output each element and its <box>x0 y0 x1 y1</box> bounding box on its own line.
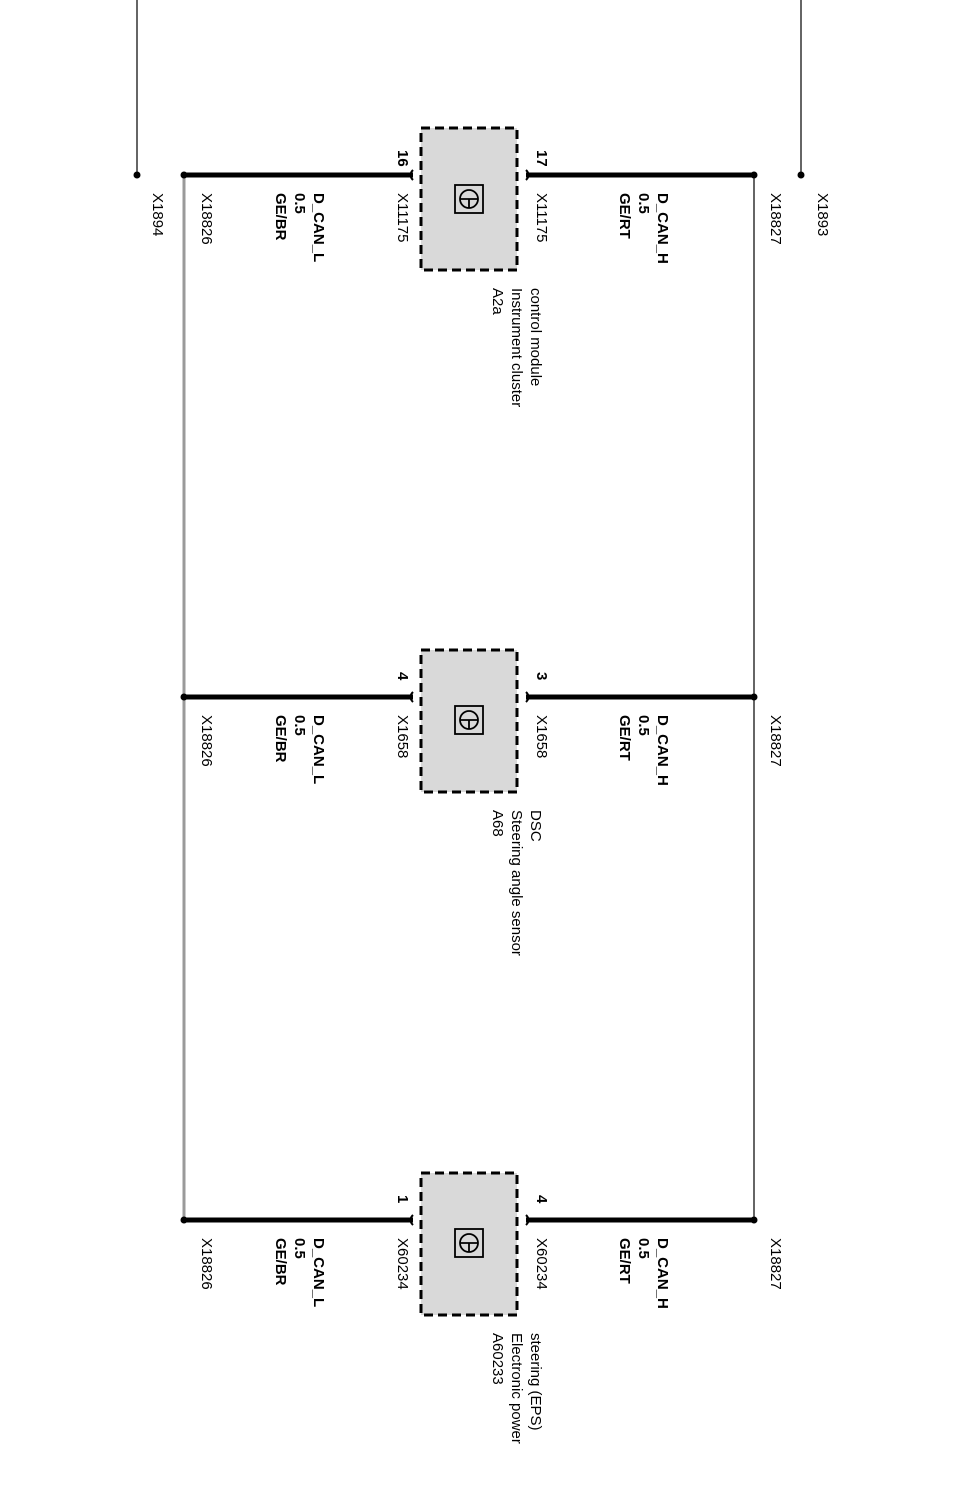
svg-text:control module: control module <box>527 288 544 386</box>
pin-socket-high <box>525 1214 530 1226</box>
svg-text:GE/BR: GE/BR <box>272 193 289 241</box>
pin-number-low: 16 <box>394 150 411 167</box>
svg-text:A68: A68 <box>489 810 506 837</box>
svg-text:GE/RT: GE/RT <box>616 193 633 239</box>
pin-socket-high <box>525 169 530 181</box>
svg-text:16: 16 <box>394 150 411 167</box>
svg-text:X60234: X60234 <box>533 1238 550 1290</box>
splice-label-x1894: X1894 <box>149 193 166 236</box>
pin-number-high: 17 <box>533 150 550 167</box>
junction-dot <box>180 693 188 701</box>
junction-dot <box>180 171 188 179</box>
svg-text:X18827: X18827 <box>767 715 784 767</box>
module-label: A68 Steering angle sensor DSC <box>489 810 544 956</box>
svg-text:1: 1 <box>394 1195 411 1203</box>
svg-text:3: 3 <box>533 672 550 680</box>
svg-text:17: 17 <box>533 150 550 167</box>
svg-text:DSC: DSC <box>527 810 544 842</box>
svg-text:X18826: X18826 <box>198 715 215 767</box>
svg-text:X11175: X11175 <box>533 193 550 243</box>
svg-text:4: 4 <box>533 1195 550 1204</box>
svg-text:Instrument cluster: Instrument cluster <box>508 288 525 407</box>
svg-text:X60234: X60234 <box>394 1238 411 1290</box>
svg-text:GE/BR: GE/BR <box>272 715 289 763</box>
pin-number-high: 3 <box>533 672 550 680</box>
svg-text:0.5: 0.5 <box>291 1238 308 1259</box>
svg-text:D_CAN_L: D_CAN_L <box>310 1238 327 1307</box>
svg-text:Electronic power: Electronic power <box>508 1333 525 1444</box>
svg-text:4: 4 <box>394 672 411 681</box>
module-label: A2a Instrument cluster control module <box>489 288 544 407</box>
pin-socket-low <box>409 1214 414 1226</box>
svg-text:D_CAN_H: D_CAN_H <box>654 715 671 786</box>
module-label: A60233 Electronic power steering (EPS) <box>489 1333 544 1444</box>
splice-label-high: X18827 <box>767 1238 784 1290</box>
svg-text:0.5: 0.5 <box>291 715 308 736</box>
junction-dot <box>180 1216 188 1224</box>
svg-text:GE/RT: GE/RT <box>616 715 633 761</box>
svg-text:A2a: A2a <box>489 288 506 315</box>
pin-socket-high <box>525 691 530 703</box>
ecu-icon <box>454 184 484 214</box>
splice-label-x1893: X1893 <box>814 193 831 236</box>
svg-text:D_CAN_L: D_CAN_L <box>310 193 327 262</box>
pin-number-low: 4 <box>394 672 411 681</box>
wire-info-low: D_CAN_L 0.5 GE/BR <box>272 1238 327 1307</box>
connector-label-low: X60234 <box>394 1238 411 1290</box>
svg-text:X18826: X18826 <box>198 193 215 245</box>
svg-text:X1658: X1658 <box>394 715 411 758</box>
junction-dot <box>750 693 758 701</box>
connector-label-low: X11175 <box>394 193 411 243</box>
splice-label-low: X18826 <box>198 193 215 245</box>
module-group-a60233: 1 4 X60234 X60234 X18826 X18827 D_CAN_L … <box>180 1171 784 1444</box>
splice-label-low: X18826 <box>198 1238 215 1290</box>
connector-label-high: X60234 <box>533 1238 550 1290</box>
junction-dot <box>750 171 758 179</box>
ecu-icon <box>454 1228 484 1258</box>
svg-text:GE/RT: GE/RT <box>616 1238 633 1284</box>
module-box <box>419 1171 519 1317</box>
pin-socket-low <box>409 691 414 703</box>
svg-text:D_CAN_H: D_CAN_H <box>654 193 671 264</box>
splice-label-high: X18827 <box>767 715 784 767</box>
wire-info-high: D_CAN_H 0.5 GE/RT <box>616 1238 671 1309</box>
svg-text:GE/BR: GE/BR <box>272 1238 289 1286</box>
wire-info-high: D_CAN_H 0.5 GE/RT <box>616 715 671 786</box>
svg-text:D_CAN_L: D_CAN_L <box>310 715 327 784</box>
ecu-icon <box>454 705 484 735</box>
svg-text:steering (EPS): steering (EPS) <box>527 1333 544 1431</box>
splice-dot-x1893 <box>797 171 805 179</box>
pin-number-low: 1 <box>394 1195 411 1203</box>
svg-text:X18826: X18826 <box>198 1238 215 1290</box>
svg-text:0.5: 0.5 <box>291 193 308 214</box>
svg-text:Steering angle sensor: Steering angle sensor <box>508 810 525 956</box>
svg-text:A60233: A60233 <box>489 1333 506 1385</box>
svg-text:X18827: X18827 <box>767 1238 784 1290</box>
connector-label-low: X1658 <box>394 715 411 758</box>
module-group-a68: 4 3 X1658 X1658 X18826 X18827 D_CAN_L 0.… <box>180 648 784 956</box>
splice-label-low: X18826 <box>198 715 215 767</box>
module-group-a2a: 16 17 X11175 X11175 X18826 X18827 D_CAN_… <box>180 126 784 407</box>
svg-text:X1658: X1658 <box>533 715 550 758</box>
svg-text:D_CAN_H: D_CAN_H <box>654 1238 671 1309</box>
wire-info-low: D_CAN_L 0.5 GE/BR <box>272 193 327 262</box>
splice-dot-x1894 <box>133 171 141 179</box>
svg-text:0.5: 0.5 <box>635 193 652 214</box>
svg-text:X1894: X1894 <box>149 193 166 236</box>
connector-label-high: X11175 <box>533 193 550 243</box>
pin-number-high: 4 <box>533 1195 550 1204</box>
pin-socket-low <box>409 169 414 181</box>
svg-text:X11175: X11175 <box>394 193 411 243</box>
wire-info-low: D_CAN_L 0.5 GE/BR <box>272 715 327 784</box>
svg-text:0.5: 0.5 <box>635 715 652 736</box>
junction-dot <box>750 1216 758 1224</box>
svg-text:X1893: X1893 <box>814 193 831 236</box>
splice-label-high: X18827 <box>767 193 784 245</box>
svg-text:0.5: 0.5 <box>635 1238 652 1259</box>
svg-text:X18827: X18827 <box>767 193 784 245</box>
connector-label-high: X1658 <box>533 715 550 758</box>
wire-info-high: D_CAN_H 0.5 GE/RT <box>616 193 671 264</box>
